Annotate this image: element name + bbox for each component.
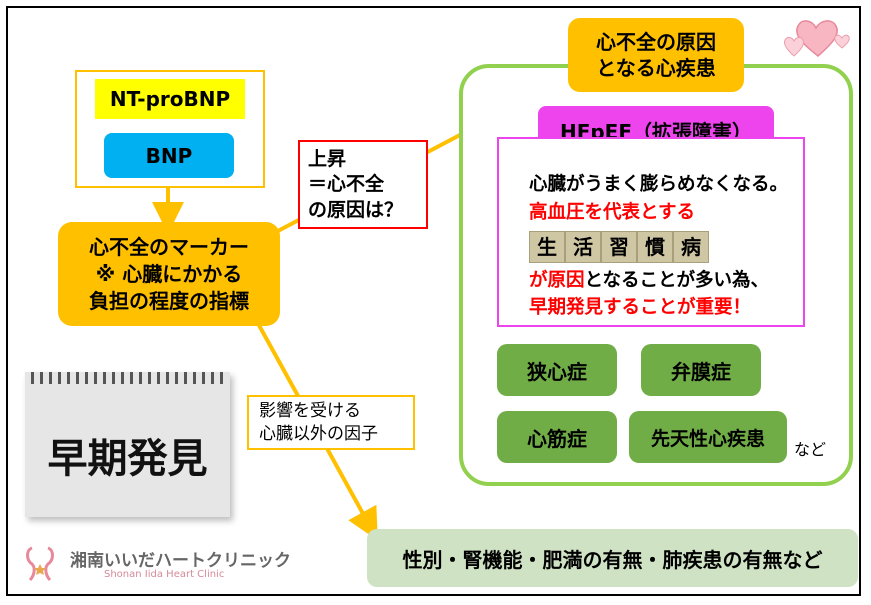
question-box: 上昇 ＝心不全 の原因は？ [298, 140, 428, 229]
factors-box: 性別・腎機能・肥満の有無・肺疾患の有無など [367, 529, 858, 587]
disease-angina: 狭心症 [497, 344, 617, 396]
factors-label-line2: 心臓以外の因子 [259, 423, 378, 444]
bnp-label: BNP [104, 133, 234, 178]
description-line4: 早期発見することが重要！ [529, 297, 752, 319]
clinic-sub: Shonan Iida Heart Clinic [104, 569, 225, 580]
disease-valvular: 弁膜症 [641, 344, 761, 396]
description-line2: 高血圧を代表とする [529, 201, 695, 223]
description-line3-black: となることが多い為、 [584, 269, 769, 291]
heart-failure-marker-box: 心不全のマーカー ※ 心臓にかかる 負担の程度の指標 [58, 222, 280, 326]
question-line3: の原因は？ [308, 198, 404, 221]
etc-label: など [794, 440, 827, 459]
heart-marker-line3: 負担の程度の指標 [89, 288, 249, 313]
heart-icon [783, 20, 850, 57]
cause-line2: となる心疾患 [596, 56, 716, 80]
disease-cardiomyopathy: 心筋症 [497, 411, 617, 463]
calendar-image: 早期発見 [25, 372, 230, 517]
heart-marker-line1: 心不全のマーカー [89, 234, 249, 259]
flamingo-logo-icon [26, 546, 54, 582]
factors-label-line1: 影響を受ける [259, 401, 361, 421]
cause-box: 心不全の原因 となる心疾患 [568, 18, 744, 92]
tile-5: 病 [673, 230, 709, 263]
heart-marker-line2: ※ 心臓にかかる [95, 261, 243, 286]
calendar-text: 早期発見 [47, 436, 208, 482]
tile-4: 慣 [637, 230, 673, 263]
clinic-logo: 湘南いいだハートクリニック Shonan Iida Heart Clinic [18, 540, 298, 588]
tile-2: 活 [565, 230, 601, 263]
description-line1: 心臓がうまく膨らめなくなる。 [529, 174, 789, 195]
question-line2: ＝心不全 [308, 173, 385, 196]
description-box: 心臓がうまく膨らめなくなる。 高血圧を代表とする 生 活 習 慣 病 が原因とな… [497, 137, 805, 327]
factors-label-box: 影響を受ける 心臓以外の因子 [247, 395, 415, 450]
disease-congenital: 先天性心疾患 [629, 411, 787, 463]
cause-line1: 心不全の原因 [596, 30, 716, 54]
clinic-name: 湘南いいだハートクリニック [70, 551, 291, 571]
description-line3-red: が原因 [529, 269, 585, 291]
ntprobnp-label: NT-proBNP [95, 79, 245, 119]
hearts-decoration [780, 12, 852, 62]
calendar-rings [31, 372, 224, 384]
question-line1: 上昇 [308, 148, 347, 170]
description-line3: が原因となることが多い為、 [529, 267, 803, 295]
tile-1: 生 [529, 230, 565, 263]
lifestyle-tiles: 生 活 習 慣 病 [529, 230, 803, 263]
tile-3: 習 [601, 230, 637, 263]
